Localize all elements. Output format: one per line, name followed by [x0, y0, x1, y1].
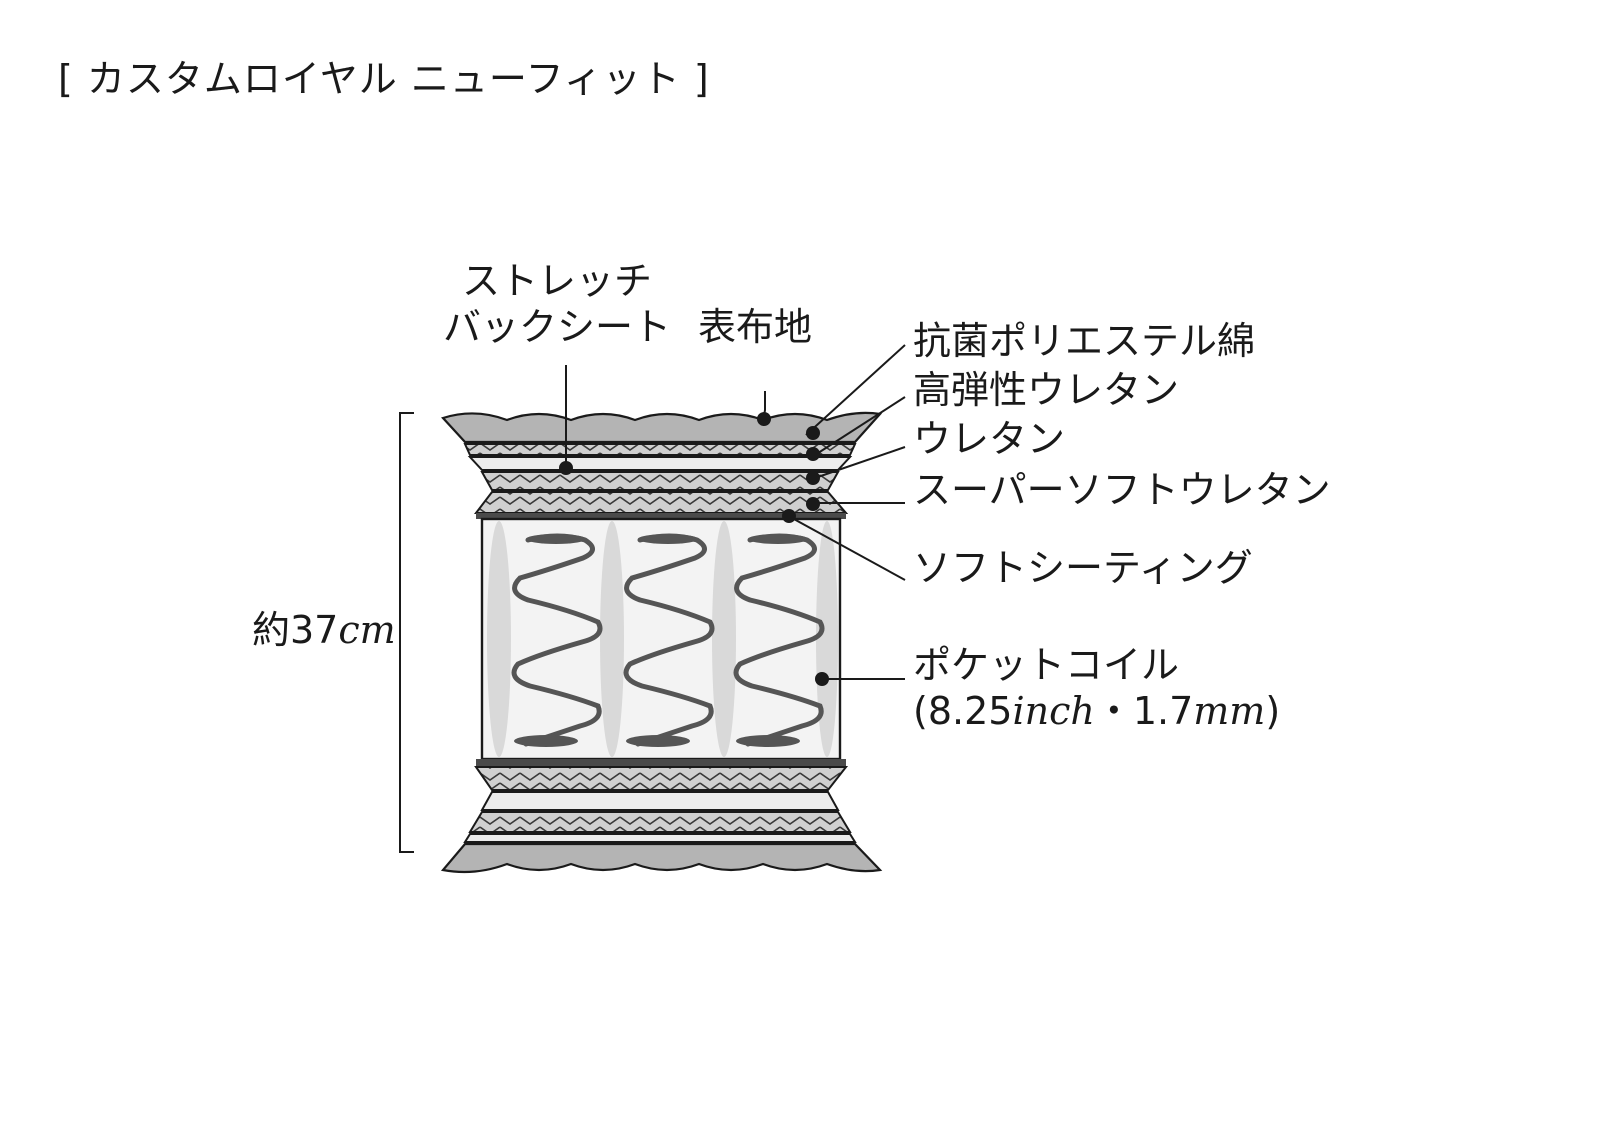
top-urethane-layer [480, 471, 840, 491]
top-soft-sheeting [476, 513, 846, 519]
label-high-resilience-urethane: 高弾性ウレタン [913, 368, 1180, 412]
bottom-high-resilience-layer [468, 811, 852, 833]
label-super-soft-urethane: スーパーソフトウレタン [913, 468, 1331, 512]
label-height: 約37cm [252, 607, 396, 653]
label-pocket-coil: ポケットコイル (8.25inch・1.7mm) [913, 642, 1280, 734]
top-polyester-layer [463, 443, 857, 456]
label-stretch-line2: バックシート [443, 305, 672, 349]
spec-close: ) [1265, 689, 1281, 733]
leader-dots [559, 412, 829, 686]
bottom-super-soft-layer [474, 766, 849, 791]
coil [511, 533, 603, 747]
coil [733, 533, 825, 747]
coil [623, 533, 715, 747]
bottom-urethane-layer [480, 791, 840, 811]
spec-open: (8.25 [913, 689, 1013, 733]
coil-bottom-ring [514, 534, 808, 747]
height-bracket [399, 412, 414, 853]
height-unit: cm [338, 608, 396, 652]
label-pocket-coil-spec: (8.25inch・1.7mm) [913, 688, 1280, 734]
label-stretch-back-sheet: ストレッチ バックシート [443, 258, 671, 350]
bottom-cover-fabric [440, 842, 883, 874]
label-urethane: ウレタン [913, 417, 1066, 461]
top-high-resilience-layer [467, 456, 853, 471]
label-pocket-coil-name: ポケットコイル [913, 643, 1180, 687]
label-antibacterial-polyester: 抗菌ポリエステル綿 [913, 319, 1256, 363]
pocket-divider [487, 521, 511, 757]
spec-mm: mm [1193, 689, 1266, 733]
label-soft-sheeting: ソフトシーティング [913, 546, 1253, 590]
pocket-coil-box [480, 517, 842, 761]
height-prefix: 約37 [252, 608, 339, 652]
bottom-soft-sheeting [476, 759, 846, 767]
label-cover-fabric: 表布地 [698, 305, 813, 349]
page-title: [ カスタムロイヤル ニューフィット ] [58, 57, 710, 101]
bottom-polyester-layer [463, 833, 857, 843]
label-stretch-line1: ストレッチ [462, 259, 653, 303]
spec-inch: inch [1012, 689, 1095, 733]
pocket-divider [712, 521, 736, 757]
pocket-divider [816, 521, 838, 757]
spec-mid: ・1.7 [1094, 689, 1194, 733]
pocket-divider [600, 521, 624, 757]
